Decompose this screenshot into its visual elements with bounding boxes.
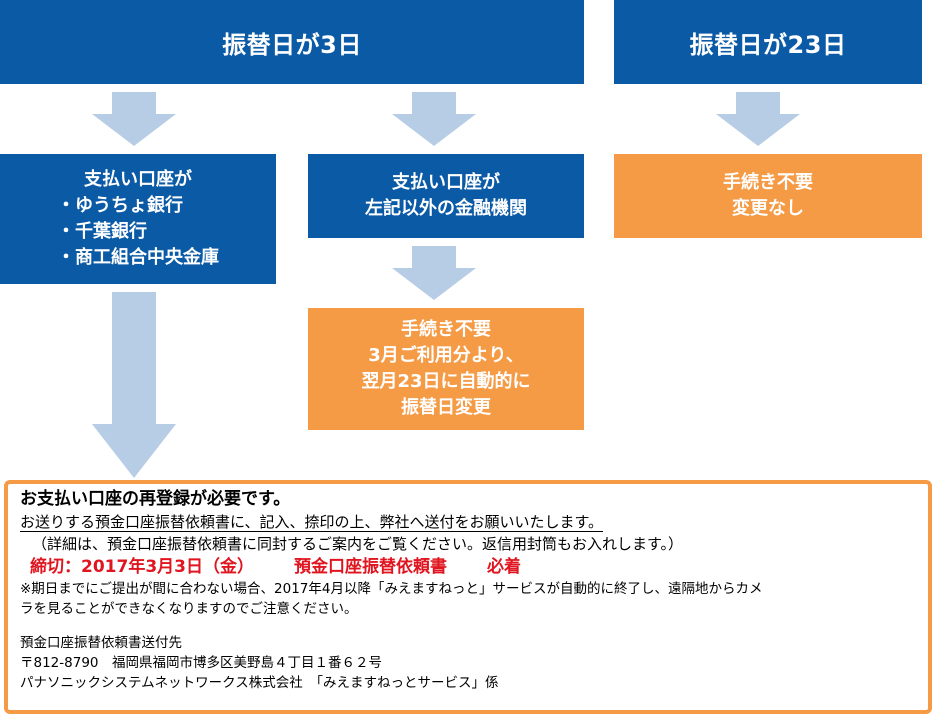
node-other-banks: 支払い口座が 左記以外の金融機関 [308, 154, 584, 238]
bank-item-shokochukin: ・商工組合中央金庫 [57, 247, 219, 268]
arrow-down-icon [716, 92, 800, 146]
notice-caution-line2: ラを見ることができなくなりますのでご注意ください。 [20, 601, 358, 617]
notice-line1-text: お送りする預金口座振替依頼書に、記入、捺印の上、弊社へ送付をお願いいたします。 [20, 513, 604, 532]
header-billing-day-3: 振替日が3日 [0, 0, 584, 84]
node-specific-banks: 支払い口座が ・ゆうちょ銀行 ・千葉銀行 ・商工組合中央金庫 [0, 154, 276, 284]
arrow-down-icon [92, 92, 176, 146]
bank-item-yucho: ・ゆうちょ銀行 [57, 195, 183, 216]
node-auto-change-line1: 手続き不要 [401, 319, 491, 340]
node-auto-change: 手続き不要 3月ご利用分より、 翌月23日に自動的に 振替日変更 [308, 308, 584, 430]
header-billing-day-23-label: 振替日が23日 [689, 30, 847, 59]
node-other-banks-line2: 左記以外の金融機関 [365, 198, 527, 219]
notice-caution-line1: ※期日までにご提出が間に合わない場合、2017年4月以降「みえますねっと」サービ… [20, 581, 763, 597]
notice-line1: お送りする預金口座振替依頼書に、記入、捺印の上、弊社へ送付をお願いいたします。 [20, 511, 918, 533]
node-auto-change-line4: 振替日変更 [401, 397, 491, 418]
node-specific-banks-title: 支払い口座が [84, 169, 192, 190]
arrow-down-icon [392, 246, 476, 300]
address-title: 預金口座振替依頼書送付先 [20, 635, 182, 651]
node-no-procedure-right-line1: 手続き不要 [723, 172, 813, 193]
notice-line2: （詳細は、預金口座振替依頼書に同封するご案内をご覧ください。返信用封筒もお入れし… [32, 535, 684, 553]
address-company: パナソニックシステムネットワークス株式会社 「みえますねっとサービス」係 [20, 675, 499, 691]
deadline-document: 預金口座振替依頼書 [293, 557, 447, 577]
notice-deadline: 締切：2017年3月3日（金） 預金口座振替依頼書 必着 [20, 555, 918, 579]
node-no-procedure-right: 手続き不要 変更なし [614, 154, 922, 238]
notice-heading: お支払い口座の再登録が必要です。 [20, 489, 291, 509]
arrow-down-long-icon [92, 292, 176, 478]
node-auto-change-line3: 翌月23日に自動的に [361, 371, 531, 392]
deadline-required: 必着 [486, 557, 521, 577]
node-other-banks-line1: 支払い口座が [392, 172, 500, 193]
node-no-procedure-right-line2: 変更なし [732, 198, 804, 219]
header-billing-day-23: 振替日が23日 [614, 0, 922, 84]
arrow-down-icon [392, 92, 476, 146]
header-billing-day-3-label: 振替日が3日 [222, 30, 362, 59]
node-auto-change-line2: 3月ご利用分より、 [368, 345, 524, 366]
bank-item-chiba: ・千葉銀行 [57, 221, 147, 242]
address-line: 〒812-8790 福岡県福岡市博多区美野島４丁目１番６２号 [20, 655, 382, 671]
deadline-date: 締切：2017年3月3日（金） [30, 557, 254, 577]
notice-box: お支払い口座の再登録が必要です。 お送りする預金口座振替依頼書に、記入、捺印の上… [4, 480, 932, 714]
